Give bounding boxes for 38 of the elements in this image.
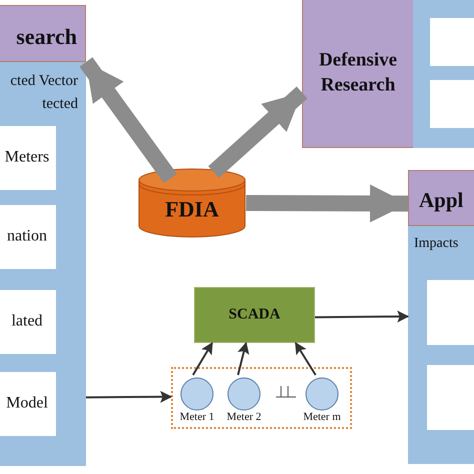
panel-text: cted Vector tected (9, 72, 78, 114)
box-label: search (16, 23, 77, 51)
section-panel (413, 0, 474, 148)
box-label: nation (6, 226, 48, 247)
arrow (86, 390, 172, 403)
arrow (192, 342, 213, 376)
item-box (0, 126, 56, 190)
section-panel (0, 62, 86, 466)
box-label: FDIA (164, 196, 220, 224)
item-box (427, 280, 474, 345)
item-box (430, 80, 474, 128)
box-label: Defensive Research (318, 48, 398, 97)
arrow (294, 342, 316, 376)
section-header (408, 170, 474, 226)
meter-label: Meter m (302, 411, 342, 423)
block-arrow (208, 86, 308, 178)
meter-label: Meter 2 (226, 411, 262, 423)
section-header (0, 5, 86, 62)
item-box (0, 372, 56, 436)
box-label: Model (5, 394, 49, 414)
section-header (302, 0, 414, 148)
box-label: Appl (419, 187, 464, 214)
box-label: SCADA (228, 305, 282, 324)
box-label: lated (10, 312, 44, 332)
box-label: Meters (4, 148, 50, 168)
item-box (0, 290, 56, 354)
panel-text: Impacts (414, 235, 458, 253)
meter-label: Meter 1 (178, 411, 216, 423)
arrow (314, 310, 410, 323)
item-box (430, 18, 474, 66)
section-panel (408, 226, 474, 464)
block-arrow (80, 57, 177, 184)
item-box (0, 205, 56, 269)
block-arrow (246, 184, 408, 222)
item-box (427, 365, 474, 430)
arrow (237, 342, 250, 376)
meter-group-box (171, 367, 352, 429)
system-box (194, 287, 315, 343)
